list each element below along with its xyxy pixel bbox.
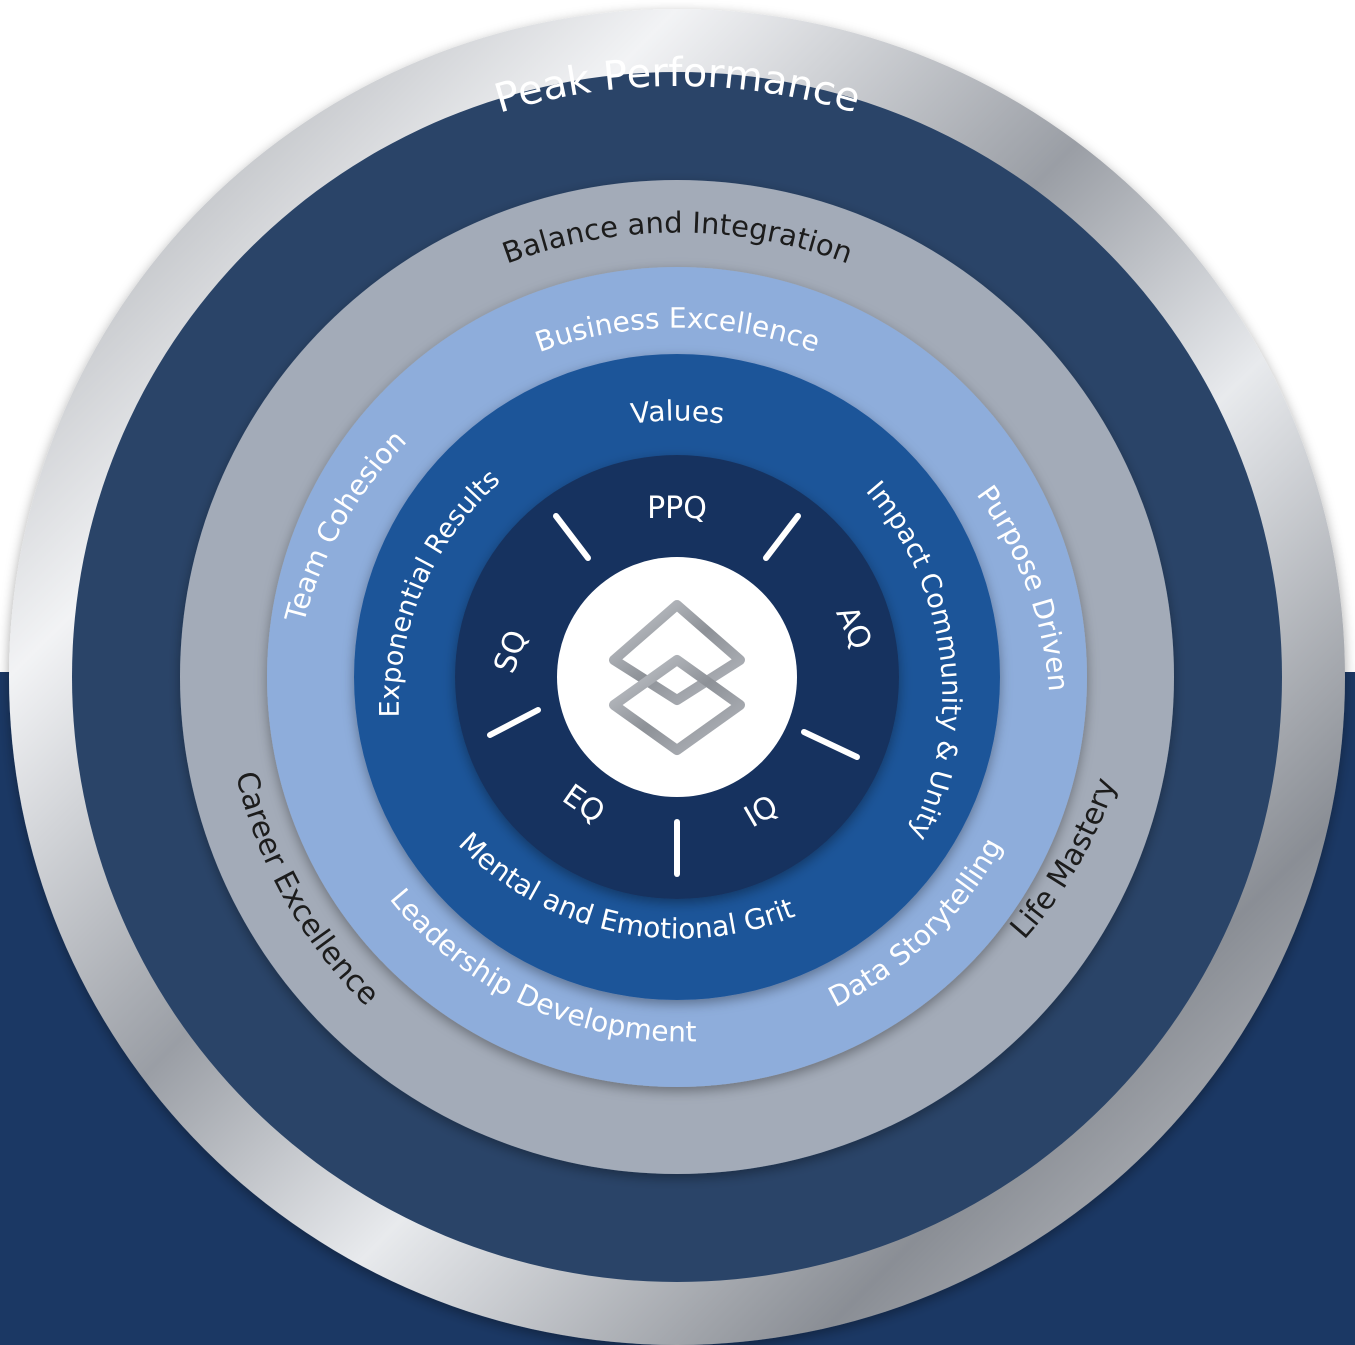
center-circle [557, 557, 797, 797]
tick-top-right [763, 513, 801, 561]
ppq-label: PPQ [647, 491, 707, 526]
values-label: Values [629, 394, 726, 430]
core-divider-ticks [487, 513, 860, 877]
tick-left [487, 707, 541, 738]
interlocked-squares-logo-icon [609, 600, 745, 755]
tick-top-left [553, 513, 591, 561]
tick-right [801, 729, 860, 760]
